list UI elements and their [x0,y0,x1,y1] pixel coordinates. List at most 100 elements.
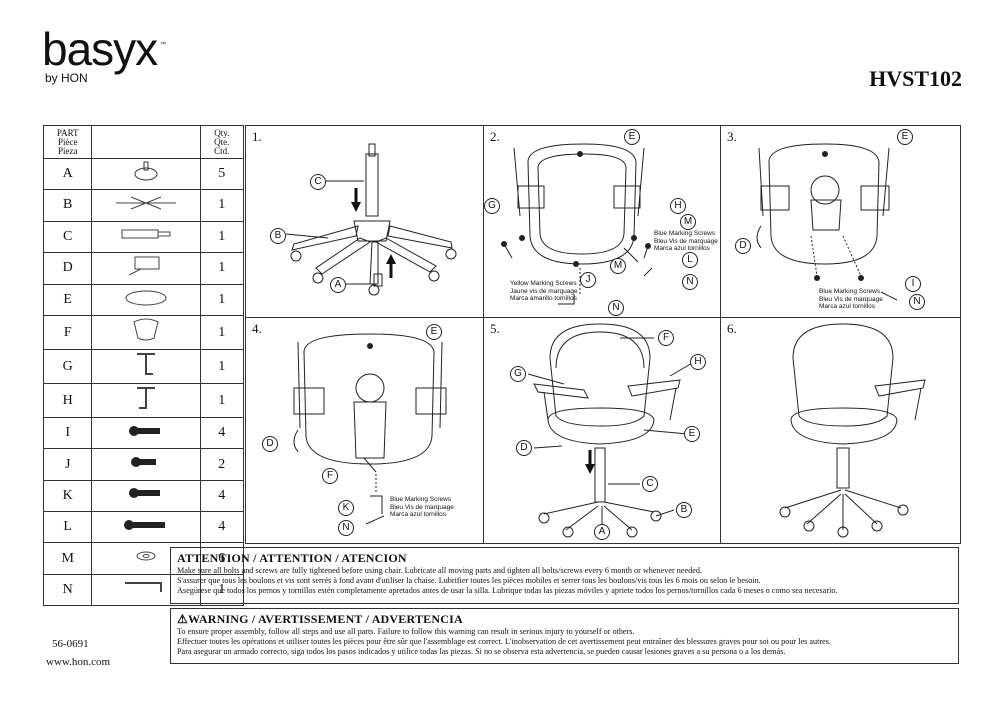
seat-icon [91,283,201,317]
part-label: B [42,189,93,222]
callout-D: D [262,436,278,452]
step-number: 5. [490,321,500,336]
attention-line-es: Asegúrese que todos los pernos y tornill… [177,586,838,596]
part-qty: 1 [199,283,245,317]
callout-L: L [682,252,698,268]
screw-icon [91,479,201,513]
callout-N: N [338,520,354,536]
part-qty: 1 [199,573,245,606]
callout-C: C [310,174,326,190]
step-6-illustration [779,323,926,538]
callout-M: M [680,214,696,230]
brand-logo: basyx [42,23,158,75]
part-label: A [42,157,93,191]
warning-line-en: To ensure proper assembly, follow all st… [177,627,635,636]
part-label: F [42,315,93,351]
part-qty: 2 [199,448,245,481]
gas-cylinder-icon [91,220,201,253]
parts-header-image [91,125,201,159]
warning-box: ⚠WARNING / AVERTISSEMENT / ADVERTENCIA T… [170,608,959,664]
warning-triangle-icon: ⚠ [177,612,188,626]
part-label: I [42,417,93,450]
step-number: 6. [727,321,737,336]
part-qty: 1 [199,251,245,285]
attention-box: ATTENTION / ATTENTION / ATENCION Make su… [170,547,959,604]
right-arm-icon [91,383,201,419]
allen-key-icon [91,573,201,606]
gas-cylinder [365,153,379,217]
step-2: 2. E G H M J L N M [484,126,721,318]
part-qty: 1 [199,349,245,385]
part-label: H [42,383,93,419]
callout-A: A [330,277,346,293]
part-qty: 5 [199,157,245,191]
callout-N: N [608,300,624,316]
part-qty: 1 [199,315,245,351]
part-label: M [42,542,93,575]
callout-E: E [624,129,640,145]
website-url: www.hon.com [46,656,111,668]
part-label: K [42,479,93,513]
part-label: C [42,220,93,253]
callout-F: F [322,468,338,484]
screw-icon [91,417,201,450]
callout-N: N [682,274,698,290]
callout-K: K [338,500,354,516]
step-number: 2. [490,129,500,144]
part-label: G [42,349,93,385]
part-qty: 4 [199,479,245,513]
part-qty: 4 [199,417,245,450]
parts-header-qty: Qty. Qte. Ctd. [199,125,245,159]
part-label: E [42,283,93,317]
assembly-steps: 1. C B [245,125,961,544]
callout-B: B [270,228,286,244]
callout-B: B [676,502,692,518]
step-1: 1. C B [246,126,484,318]
callout-H: H [670,198,686,214]
callout-D: D [516,440,532,456]
caster-icon [91,157,201,191]
star-base-icon [91,189,201,222]
long-screw-icon [91,511,201,544]
attention-title: ATTENTION / ATTENTION / ATENCION [177,551,407,565]
part-qty: 4 [199,511,245,544]
step-number: 1. [252,129,262,144]
step-2-illustration [501,143,653,305]
brand-trademark: ™ [160,42,166,48]
callout-G: G [510,366,526,382]
step-number: 4. [252,321,262,336]
brand-sub: by HON [45,71,88,85]
callout-E: E [684,426,700,442]
warning-line-es: Para asegurar un armado correcto, siga t… [177,647,786,657]
left-arm-icon [91,349,201,385]
step-5: 5. F G [484,318,721,543]
attention-line-fr: S'assurer que tous les boulons et vis so… [177,576,761,586]
callout-N: N [909,294,925,310]
warning-line-fr: Effectuer toutes les opérations et utili… [177,637,831,647]
callout-E: E [897,129,913,145]
warning-title: ⚠WARNING / AVERTISSEMENT / ADVERTENCIA [177,612,463,626]
callout-E: E [426,324,442,340]
callout-M: M [610,258,626,274]
attention-line-en: Make sure all bolts and screws are fully… [177,566,702,575]
part-label: J [42,448,93,481]
callout-I: I [905,276,921,292]
step-5-illustration [527,323,695,539]
model-number: HVST102 [869,66,962,91]
